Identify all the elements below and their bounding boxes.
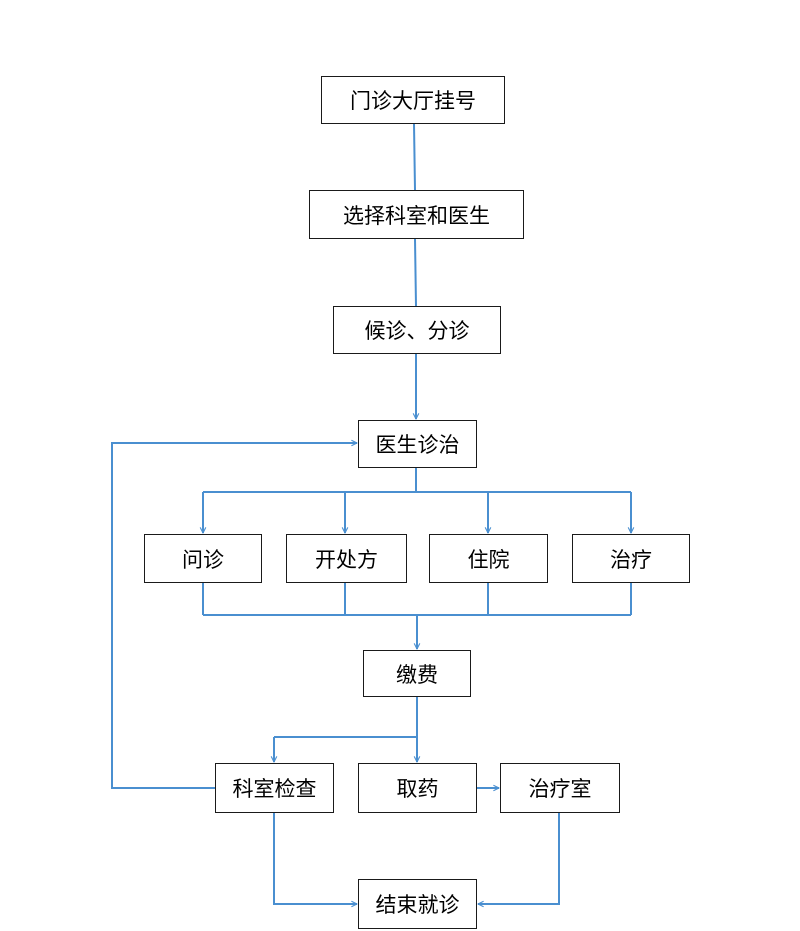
- node-treatment: 治疗: [572, 534, 690, 583]
- node-wait-triage: 候诊、分诊: [333, 306, 501, 354]
- connector-room-to-end: [478, 813, 560, 904]
- node-hospitalization: 住院: [429, 534, 548, 583]
- connector-select-to-triage: [414, 238, 417, 307]
- node-register: 门诊大厅挂号: [321, 76, 505, 124]
- connector-exam-to-end: [273, 813, 357, 904]
- node-treatment-room: 治疗室: [500, 763, 620, 813]
- node-doctor-diagnosis: 医生诊治: [358, 420, 477, 468]
- node-end-visit: 结束就诊: [358, 879, 477, 929]
- node-inquiry: 问诊: [144, 534, 262, 583]
- node-payment: 缴费: [363, 650, 471, 697]
- node-prescription: 开处方: [286, 534, 407, 583]
- connector-register-to-select: [413, 123, 416, 191]
- node-select-department: 选择科室和医生: [309, 190, 524, 239]
- node-get-medicine: 取药: [358, 763, 477, 813]
- connector-exam-feedback-loop: [111, 443, 357, 789]
- node-department-exam: 科室检查: [215, 763, 334, 813]
